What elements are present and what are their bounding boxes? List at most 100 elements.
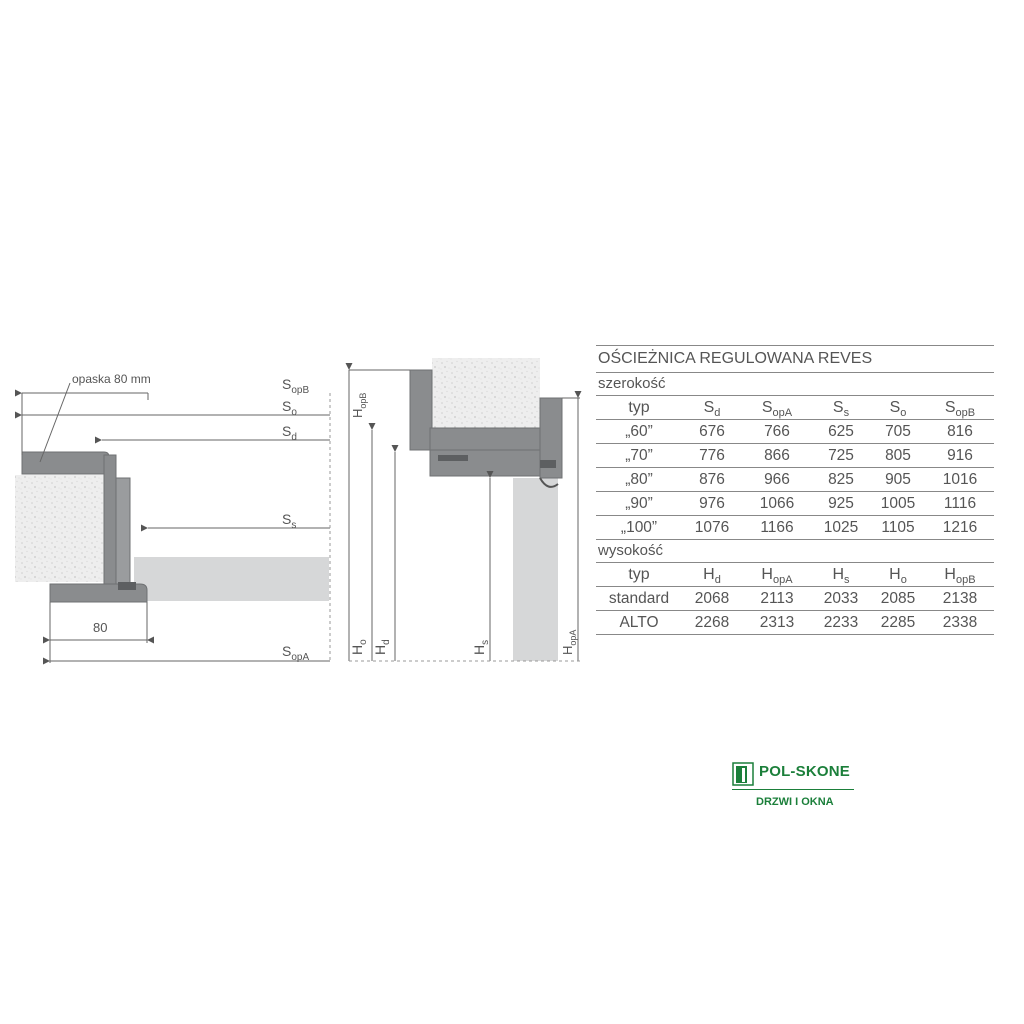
width-table-cell: 925 (828, 495, 854, 512)
height-table-cell: 2338 (942, 614, 978, 631)
label-H-opA: HopA (560, 630, 578, 655)
opaska-label: opaska 80 mm (72, 372, 151, 386)
label-H-s: Hs (471, 640, 491, 655)
logo-door-icon (732, 762, 754, 786)
width-table-cell: „90” (625, 495, 653, 512)
width-table-cell: 976 (699, 495, 725, 512)
label-S-s: Ss (282, 511, 296, 531)
wall-block-left (15, 475, 110, 582)
door-leaf-right (513, 478, 558, 661)
height-table-cell: 2268 (694, 614, 730, 631)
left-section-view: opaska 80 mm 80 SopB So Sd Ss SopA (15, 372, 331, 665)
height-header-cell: Ho (889, 566, 907, 586)
height-header-cell: Hd (703, 566, 721, 586)
label-S-o: So (282, 398, 297, 418)
label-S-d: Sd (282, 423, 297, 443)
frame-head (429, 427, 541, 451)
width-table-cell: 905 (885, 471, 911, 488)
height-table-cell: 2085 (880, 590, 916, 607)
height-header-cell: HopB (944, 566, 976, 586)
width-header-cell: So (889, 399, 907, 419)
height-table-cell: 2233 (823, 614, 859, 631)
frame-top-jamb (409, 369, 433, 451)
dim-80-label: 80 (93, 620, 107, 635)
height-table-cell: 2285 (880, 614, 916, 631)
width-table-cell: 816 (947, 423, 973, 440)
width-table-row: „80” 876 966 825 905 1016 (596, 468, 994, 492)
width-table-cell: 1016 (942, 471, 978, 488)
logo-brand: POL-SKONE (759, 763, 850, 780)
logo-tagline: DRZWI I OKNA (756, 796, 834, 808)
width-header-row: typ Sd SopA Ss So SopB (596, 396, 994, 420)
width-header-cell: SopA (761, 399, 793, 419)
width-table-cell: 805 (885, 447, 911, 464)
height-header-row: typ Hd HopA Hs Ho HopB (596, 563, 994, 587)
width-table-cell: 876 (699, 471, 725, 488)
table-title: OŚCIEŻNICA REGULOWANA REVES (596, 345, 994, 373)
width-header-cell: Sd (703, 399, 721, 419)
spec-table: OŚCIEŻNICA REGULOWANA REVES szerokość ty… (596, 345, 994, 635)
width-header-cell: Ss (832, 399, 850, 419)
height-header-cell: HopA (761, 566, 793, 586)
width-table-cell: 825 (828, 471, 854, 488)
frame-adjust-left (115, 477, 131, 586)
width-table-cell: „70” (625, 447, 653, 464)
height-table-cell: 2313 (759, 614, 795, 631)
width-table-cell: 966 (764, 471, 790, 488)
height-table-cell: standard (608, 590, 670, 607)
right-section-view: HopB Ho Hd Hs HopA (345, 358, 582, 662)
height-section-label: wysokość (596, 540, 994, 563)
gasket-right-b (540, 460, 556, 468)
width-table-cell: 625 (828, 423, 854, 440)
height-block: typ Hd HopA Hs Ho HopB standard 2068 2113 2033 208… (596, 563, 994, 635)
width-section-label: szerokość (596, 373, 994, 396)
pol-skone-logo: POL-SKONE DRZWI I OKNA (732, 760, 862, 820)
width-table-cell: 676 (699, 423, 725, 440)
door-leaf-left (134, 557, 329, 601)
width-table-row: „100” 1076 1166 1025 1105 1216 (596, 516, 994, 540)
width-table-cell: 866 (764, 447, 790, 464)
hinge-detail (539, 477, 559, 488)
width-table-cell: 1216 (942, 519, 978, 536)
width-header-cell: typ (628, 399, 650, 416)
frame-head-lower (429, 449, 549, 477)
label-S-opB: SopB (282, 376, 309, 396)
width-table-cell: 1005 (880, 495, 916, 512)
frame-opaska-right (539, 397, 563, 479)
frame-jamb-left (103, 454, 117, 586)
width-header-cell: SopB (944, 399, 976, 419)
height-table-cell: 2068 (694, 590, 730, 607)
width-table-row: „60” 676 766 625 705 816 (596, 420, 994, 444)
width-table-cell: 766 (764, 423, 790, 440)
height-table-cell: ALTO (619, 614, 659, 631)
width-table-cell: 1076 (694, 519, 730, 536)
label-H-o: Ho (349, 639, 369, 655)
width-block: typ Sd SopA Ss So SopB „60” 676 766 625 705 816 „70”… (596, 396, 994, 540)
height-header-cell: typ (628, 566, 650, 583)
frame-profile-left (21, 451, 110, 475)
width-table-cell: 1025 (823, 519, 859, 536)
width-table-cell: „60” (625, 423, 653, 440)
label-H-d: Hd (372, 639, 392, 655)
height-table-cell: 2138 (942, 590, 978, 607)
width-table-cell: „80” (625, 471, 653, 488)
width-table-cell: 1116 (943, 495, 977, 512)
width-table-cell: 725 (828, 447, 854, 464)
label-S-opA: SopA (282, 643, 309, 663)
width-table-row: „90” 976 1066 925 1005 1116 (596, 492, 994, 516)
height-header-cell: Hs (832, 566, 850, 586)
width-table-cell: 705 (885, 423, 911, 440)
wall-block-right (432, 358, 540, 428)
gasket-left (118, 582, 136, 590)
height-table-cell: 2033 (823, 590, 859, 607)
gasket-right-a (438, 455, 468, 461)
width-table-cell: 1166 (760, 519, 794, 536)
width-table-cell: 1105 (881, 519, 915, 536)
label-H-opB: HopB (350, 393, 368, 418)
width-table-cell: 1066 (759, 495, 795, 512)
height-table-row: standard 2068 2113 2033 2085 2138 (596, 587, 994, 611)
height-table-cell: 2113 (760, 590, 794, 607)
width-table-cell: „100” (620, 519, 658, 536)
